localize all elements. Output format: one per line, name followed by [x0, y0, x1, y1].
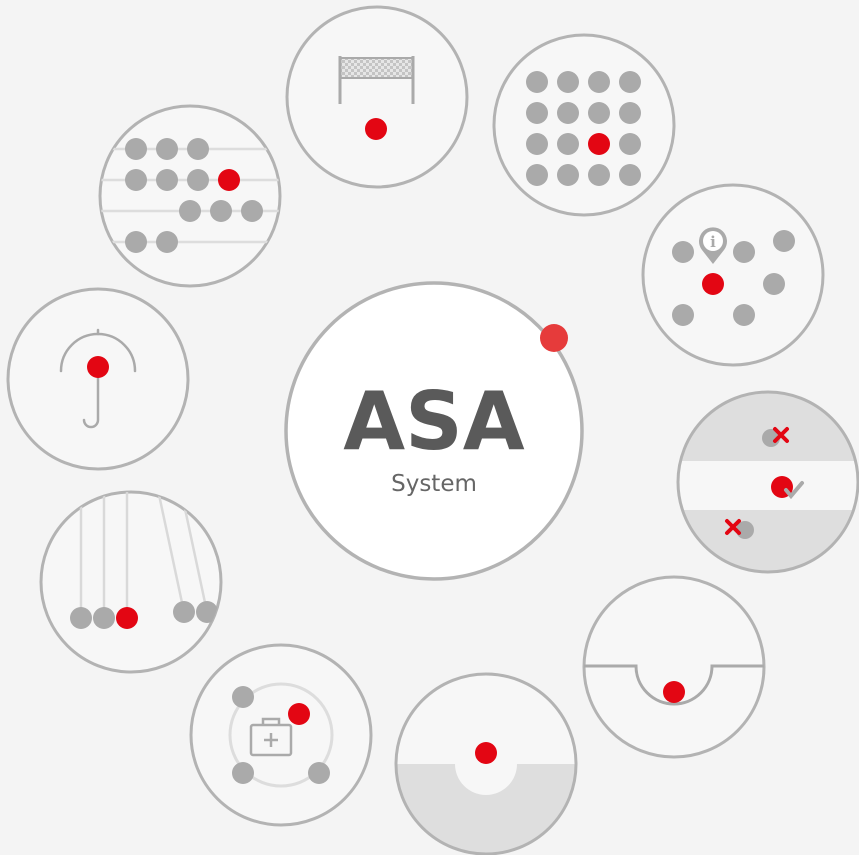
red-dot	[288, 703, 310, 725]
red-dot	[116, 607, 138, 629]
module-circle	[492, 33, 676, 217]
red-dot	[365, 118, 387, 140]
module-circle	[98, 104, 282, 288]
module-info-location: i	[641, 183, 825, 367]
newtons-cradle-icon	[70, 492, 218, 629]
red-dot	[663, 681, 685, 703]
finish-flag-gate-icon	[338, 56, 415, 104]
module-first-aid	[189, 643, 373, 827]
module-abacus	[98, 104, 282, 288]
module-sorting-bands	[676, 390, 859, 574]
svg-text:i: i	[710, 233, 716, 251]
first-aid-kit-icon	[249, 717, 293, 757]
module-circle	[39, 490, 223, 674]
red-dot	[475, 742, 497, 764]
red-dot	[218, 169, 240, 191]
check-cross-icon	[725, 427, 804, 539]
umbrella-icon	[59, 328, 137, 429]
module-bowl-stability	[582, 575, 766, 759]
module-basin	[394, 672, 578, 855]
red-dot	[87, 356, 109, 378]
dot-grid-icon	[526, 71, 641, 186]
ball-over-basin-icon	[396, 764, 576, 854]
info-pin-icon: i	[699, 227, 727, 264]
abacus-icon	[100, 138, 280, 253]
module-newtons-cradle	[39, 490, 223, 674]
orbit-dots	[232, 686, 330, 784]
center-title: ASA	[343, 375, 525, 468]
center-subtitle: System	[391, 471, 477, 497]
red-dot	[588, 133, 610, 155]
scattered-dots	[672, 230, 795, 326]
module-circle	[641, 183, 825, 367]
red-dot	[702, 273, 724, 295]
module-umbrella	[6, 287, 190, 471]
center-circle	[284, 281, 584, 581]
module-dot-grid	[492, 33, 676, 217]
orbit-ring	[228, 682, 334, 788]
ball-in-bowl-icon	[584, 664, 764, 706]
module-circle	[285, 5, 469, 189]
module-finish-line	[285, 5, 469, 189]
center-accent-dot	[540, 324, 568, 352]
center-node: ASA System	[284, 281, 584, 581]
